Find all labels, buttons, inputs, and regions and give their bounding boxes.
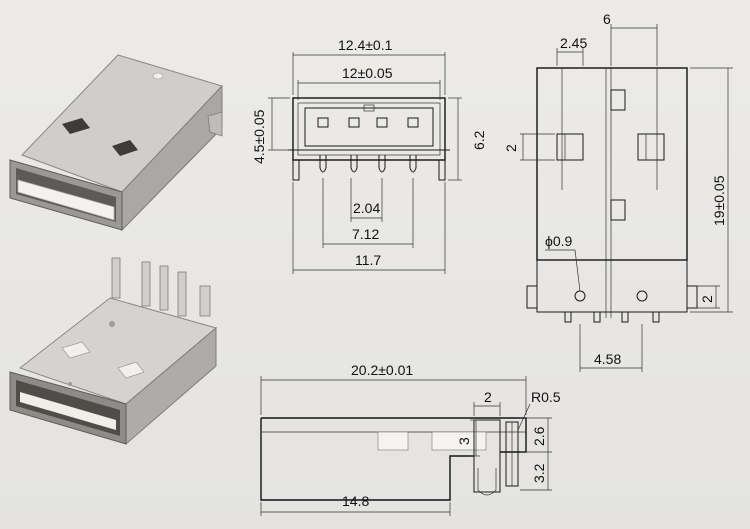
dim-pin-span-inner: 7.12 bbox=[352, 226, 379, 242]
dim-side-radius: R0.5 bbox=[531, 389, 561, 405]
dim-top-tab: 2 bbox=[699, 295, 715, 303]
dim-side-height-b: 2.6 bbox=[531, 426, 547, 446]
dim-top-hole-size: 2 bbox=[503, 144, 519, 152]
dim-side-length-body: 14.8 bbox=[342, 493, 369, 509]
dim-side-height-a: 3 bbox=[456, 437, 472, 445]
dim-hole-diameter: ϕ0.9 bbox=[545, 233, 573, 249]
photo-connector-bottom bbox=[9, 257, 218, 446]
dim-pin-pitch: 2.04 bbox=[353, 200, 380, 216]
dim-side-tail-width: 2 bbox=[484, 389, 492, 405]
dim-top-length: 19±0.05 bbox=[711, 175, 727, 226]
front-view: 12.4±0.1 12±0.05 4.5±0.05 6.2 2.04 7.12 … bbox=[251, 37, 487, 274]
dim-front-height-left: 4.5±0.05 bbox=[251, 109, 267, 164]
dim-front-width-inner: 12±0.05 bbox=[342, 65, 393, 81]
photo-connector-top bbox=[9, 54, 223, 232]
dim-front-width-outer: 12.4±0.1 bbox=[338, 37, 393, 53]
dim-top-offset: 6 bbox=[603, 11, 611, 27]
dim-top-pin-span: 4.58 bbox=[594, 351, 621, 367]
dim-pin-span-outer: 11.7 bbox=[355, 252, 381, 268]
dim-front-height-right: 6.2 bbox=[471, 130, 487, 150]
top-view: 6 2.45 2 19±0.05 ϕ0.9 2 4.58 bbox=[503, 11, 733, 372]
side-view: 20.2±0.01 14.8 2 R0.5 3 2.6 3.2 bbox=[260, 362, 561, 516]
dim-side-height-c: 3.2 bbox=[531, 463, 547, 483]
dim-top-small: 2.45 bbox=[560, 35, 587, 51]
dim-side-length-total: 20.2±0.01 bbox=[351, 362, 413, 378]
